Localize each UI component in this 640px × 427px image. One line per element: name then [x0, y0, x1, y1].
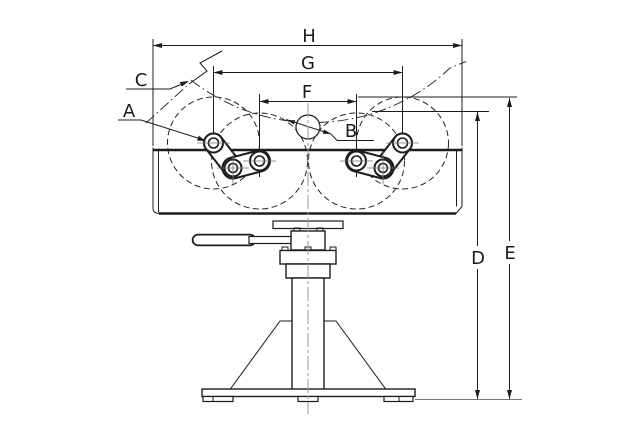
dimension-e: E: [358, 96, 519, 399]
dim-b-arrow-right: [322, 129, 331, 134]
dim-d-arrow-bottom: [475, 390, 480, 399]
beam-end-edges: [152, 147, 463, 214]
foot-left: [202, 395, 234, 403]
label-a: A: [123, 101, 136, 122]
pedestal: [191, 220, 387, 391]
foot-divider-lines: [212, 396, 400, 402]
callout-a: A: [118, 101, 206, 141]
roller-circle-outer-right: [356, 96, 449, 190]
callout-b: B: [285, 114, 374, 142]
label-f: F: [302, 82, 312, 103]
label-b: B: [345, 121, 357, 142]
dim-h-arrow-left: [153, 43, 162, 48]
dimension-h: H: [152, 26, 463, 146]
dim-b-arrow-left: [287, 120, 296, 125]
leader-c-arrow: [179, 81, 189, 87]
dim-g-arrow-right: [393, 70, 403, 75]
label-h: H: [302, 26, 316, 47]
dimension-f: F: [259, 82, 357, 177]
label-e: E: [504, 243, 515, 264]
label-g: G: [301, 53, 315, 74]
label-d-backing: [468, 246, 487, 269]
dim-g-arrow-left: [213, 70, 223, 75]
pipe-arc-left-tangent: [145, 83, 190, 124]
label-c: C: [135, 70, 148, 91]
pipe-arc: [190, 61, 467, 123]
roller-circle-outer-left: [167, 96, 260, 190]
gusset-left: [229, 320, 293, 390]
leader-a: [118, 119, 205, 141]
gusset-right: [323, 320, 387, 390]
handle-shaft: [248, 235, 293, 245]
label-d: D: [471, 248, 485, 269]
pin-centerlines: [197, 142, 419, 184]
break-line-zigzag: [188, 50, 223, 85]
dim-f-arrow-right: [347, 99, 357, 104]
dim-h-extension-lines: [152, 39, 463, 146]
label-e-backing: [500, 241, 519, 264]
roller-circle-inner-right: [308, 112, 405, 210]
dim-d-arrow-top: [475, 112, 480, 121]
beam-end-wall-lines: [158, 150, 457, 213]
callout-c: C: [126, 70, 189, 91]
dim-e-arrow-bottom: [507, 390, 512, 399]
dim-e-arrow-top: [507, 98, 512, 107]
dim-h-arrow-right: [453, 43, 462, 48]
dimension-d: D: [372, 111, 489, 399]
dim-f-arrow-left: [259, 99, 269, 104]
crosshair-lines: [197, 142, 419, 184]
